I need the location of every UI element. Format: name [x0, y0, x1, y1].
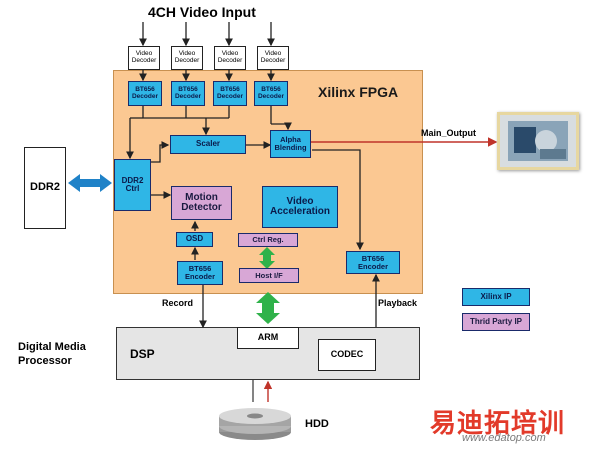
- bt656-decoder-1: BT656 Decoder: [128, 81, 162, 106]
- motion-detector-block: Motion Detector: [171, 186, 232, 220]
- dsp-label: DSP: [130, 347, 155, 361]
- legend-third-party-ip: Thrid Party IP: [462, 313, 530, 331]
- video-output-thumbnail-icon: [497, 112, 579, 170]
- video-decoder-1: Video Decoder: [128, 46, 160, 70]
- host-if-block: Host I/F: [239, 268, 299, 283]
- watermark-chinese: 易迪拓培训: [430, 408, 566, 438]
- video-decoder-3: Video Decoder: [214, 46, 246, 70]
- input-arrows: [126, 22, 380, 329]
- hdd-label: HDD: [305, 418, 329, 430]
- arm-block: ARM: [237, 327, 299, 349]
- green-arrow-big: [256, 292, 280, 324]
- legend-xilinx-ip: Xilinx IP: [462, 288, 530, 306]
- codec-block: CODEC: [318, 339, 376, 371]
- ddr2-ctrl-block: DDR2 Ctrl: [114, 159, 151, 211]
- scaler-block: Scaler: [170, 135, 246, 154]
- bt656-decoder-2: BT656 Decoder: [171, 81, 205, 106]
- watermark-url: www.edatop.com: [462, 432, 546, 444]
- video-decoder-2: Video Decoder: [171, 46, 203, 70]
- video-decoder-4: Video Decoder: [257, 46, 289, 70]
- ctrl-reg-block: Ctrl Reg.: [238, 233, 298, 247]
- fpga-label: Xilinx FPGA: [318, 84, 399, 100]
- alpha-blending-block: Alpha Blending: [270, 130, 311, 158]
- ddr2-memory-box: DDR2: [24, 147, 66, 229]
- bt656-decoder-4: BT656 Decoder: [254, 81, 288, 106]
- green-arrow-small: [259, 247, 275, 269]
- hdd-disk-icon: [217, 402, 293, 442]
- osd-block: OSD: [176, 232, 213, 247]
- record-label: Record: [162, 298, 194, 308]
- ddr2-double-arrow: [68, 174, 112, 192]
- bt656-decoder-3: BT656 Decoder: [213, 81, 247, 106]
- main-output-label: Main_Output: [421, 128, 476, 138]
- bt656-encoder-left: BT656 Encoder: [177, 261, 223, 285]
- dmp-label: Digital Media Processor: [18, 341, 86, 367]
- video-acceleration-block: Video Acceleration: [262, 186, 338, 228]
- playback-label: Playback: [378, 298, 418, 308]
- diagram-title: 4CH Video Input: [148, 4, 256, 20]
- bt656-encoder-right: BT656 Encoder: [346, 251, 400, 274]
